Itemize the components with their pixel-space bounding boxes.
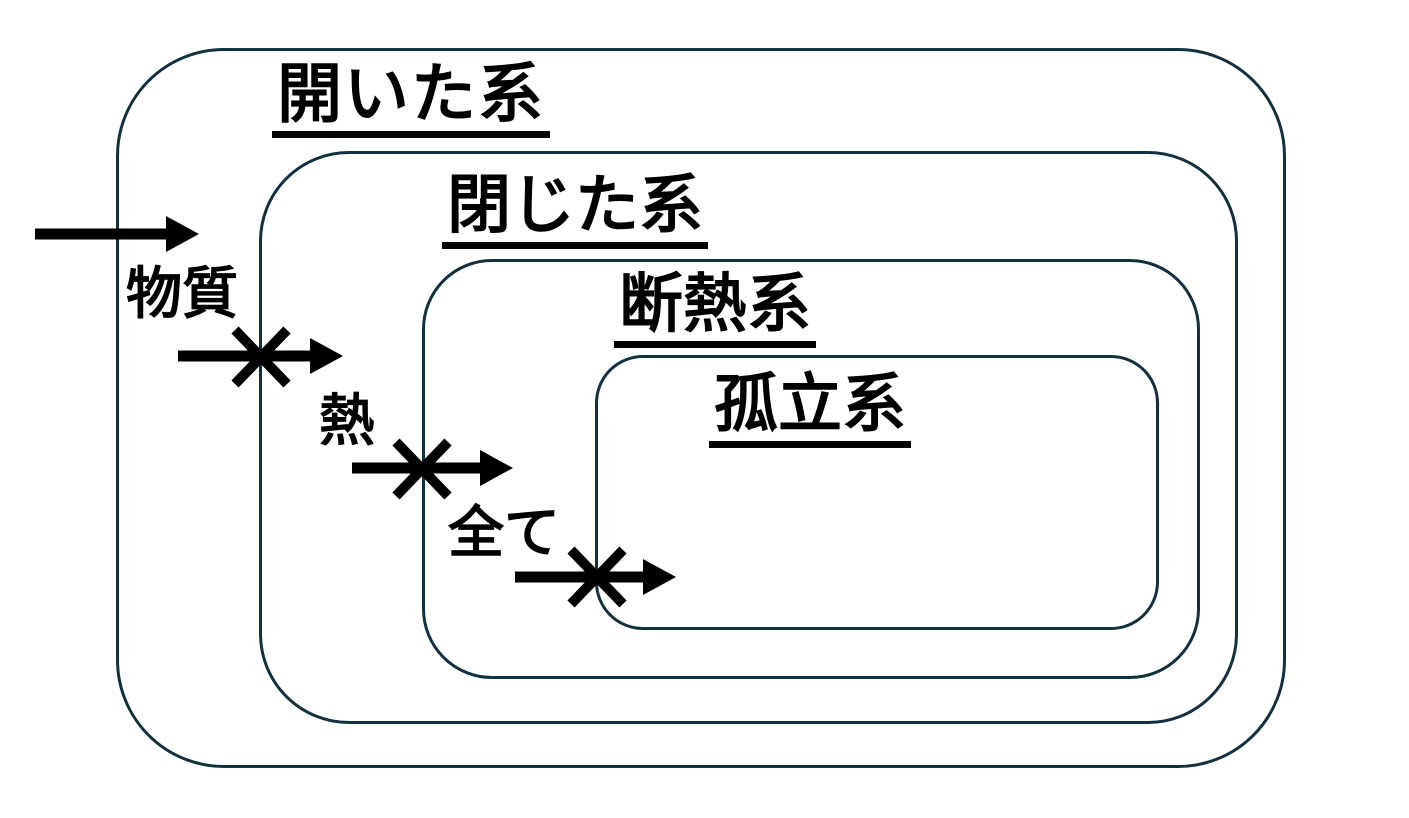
adiabatic-system-title: 断熱系 bbox=[614, 273, 816, 348]
open-system-title-text: 開いた系 bbox=[272, 62, 551, 138]
matter-flow-label: 物質 bbox=[126, 262, 238, 327]
closed-system-title: 閉じた系 bbox=[442, 174, 708, 249]
all-flow-label: 全て bbox=[448, 501, 560, 566]
closed-system-title-text: 閉じた系 bbox=[442, 174, 708, 249]
closed-system-box bbox=[259, 151, 1238, 724]
isolated-system-title-text: 孤立系 bbox=[709, 373, 911, 448]
adiabatic-system-title-text: 断熱系 bbox=[614, 273, 816, 348]
isolated-system-box bbox=[595, 355, 1159, 630]
heat-flow-label: 熱 bbox=[319, 389, 375, 454]
isolated-system-title: 孤立系 bbox=[709, 373, 911, 448]
open-system-box bbox=[116, 48, 1286, 768]
open-system-title: 開いた系 bbox=[272, 62, 551, 138]
